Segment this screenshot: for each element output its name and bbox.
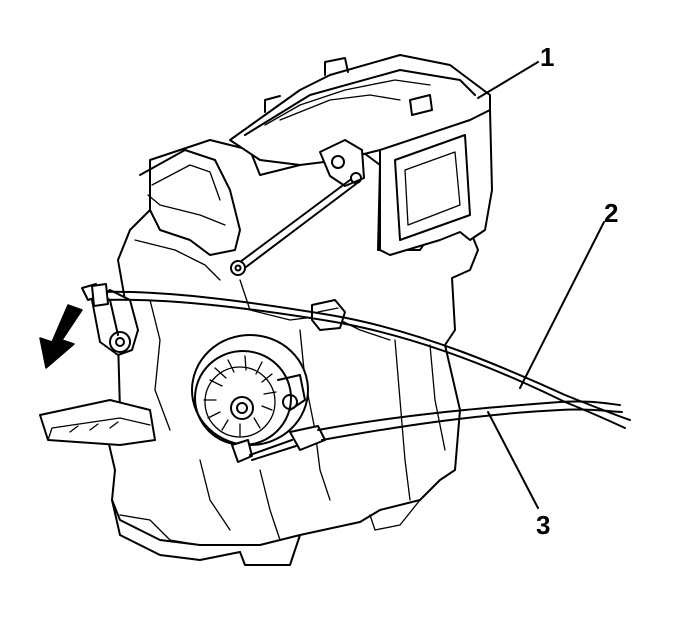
cable-3 [249,400,623,461]
hvac-housing [39,139,479,566]
callout-2-leader [519,221,605,389]
upper-case-assembly [229,54,493,256]
callout-1-leader [477,61,539,99]
callout-leaders [477,61,605,509]
callout-3: 3 [536,510,550,540]
callout-3-leader [487,411,539,509]
actuator-wheel [191,334,309,463]
callout-2: 2 [604,198,618,228]
removal-direction-arrow-icon [39,304,83,369]
callout-1: 1 [540,42,554,72]
door-linkage-rod [230,179,357,276]
